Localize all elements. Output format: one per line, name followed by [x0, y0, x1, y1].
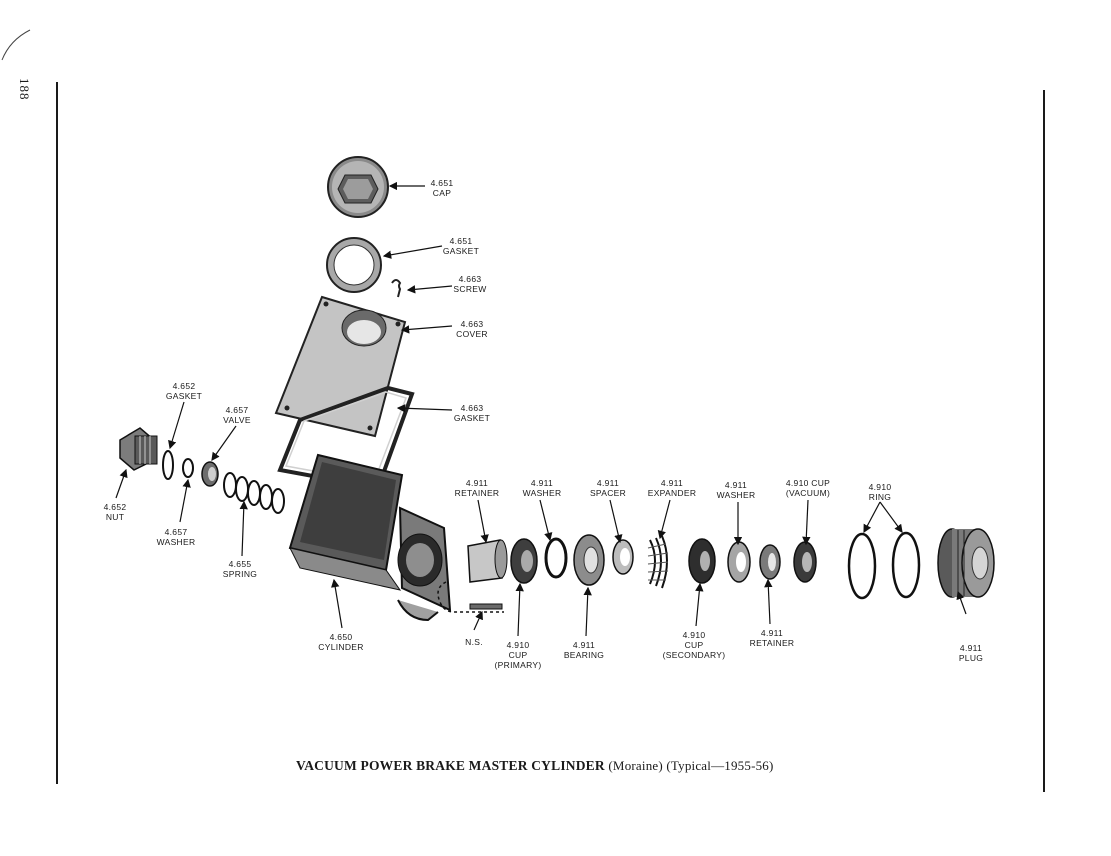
screw-part	[391, 279, 402, 298]
washer-left-part	[182, 458, 194, 478]
spring-part	[223, 472, 285, 514]
left-margin-rule	[56, 82, 58, 784]
gasket-left-part	[162, 450, 174, 480]
leader-lines	[115, 181, 967, 637]
washer-mid-part	[544, 537, 568, 579]
cap-part	[327, 156, 389, 218]
cup-vacuum-part	[793, 541, 817, 583]
nut-part	[119, 427, 158, 471]
cup-secondary-part	[688, 538, 716, 584]
caption-detail: (Moraine) (Typical—1955-56)	[608, 758, 774, 773]
ns-pin-part	[437, 581, 504, 613]
gasket-top-part	[326, 237, 382, 293]
right-margin-rule	[1043, 90, 1045, 792]
ring-part-1	[847, 532, 877, 600]
ring-part-2	[891, 531, 921, 599]
cover-gasket-part	[277, 385, 415, 491]
valve-part	[201, 461, 219, 487]
figure-caption: VACUUM POWER BRAKE MASTER CYLINDER (Mora…	[296, 758, 774, 774]
bearing-part	[573, 534, 605, 586]
label-cup-vacuum: 4.910 CUP(VACUUM)	[785, 478, 831, 498]
cylinder-part	[288, 453, 452, 622]
expander-part	[647, 535, 669, 589]
cup-primary-part	[510, 538, 538, 584]
caption-main: VACUUM POWER BRAKE MASTER CYLINDER	[296, 758, 605, 773]
cover-part	[274, 295, 407, 438]
retainer-bottom-part	[759, 544, 781, 580]
plug-part	[937, 528, 995, 598]
retainer-top-part	[467, 539, 508, 583]
washer-right-part	[727, 541, 751, 583]
label-ns: N.S.	[465, 637, 483, 647]
spacer-part	[612, 539, 634, 575]
